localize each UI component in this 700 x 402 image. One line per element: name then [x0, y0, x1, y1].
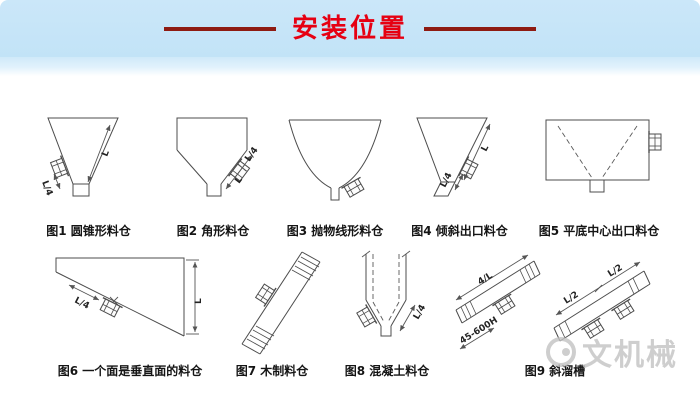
- vibrator-icon: [354, 303, 378, 331]
- title-rule-right: [424, 26, 536, 31]
- chute-outline: [241, 251, 321, 355]
- dimension-label: L/2: [562, 290, 580, 307]
- figure-row-2: L L/4 图6 一个面是垂直面的料仓: [44, 248, 664, 379]
- figure-caption: 图1 圆锥形料仓: [46, 224, 131, 238]
- one-vertical-face-hopper-drawing: L L/4: [55, 257, 204, 337]
- figure-caption: 图9 斜溜槽: [524, 364, 586, 378]
- figure-parabolic-hopper: 图3 抛物线形料仓: [275, 112, 395, 239]
- inclined-chute-drawing: 4/L 45-600H L/2 L/2: [455, 254, 651, 350]
- concrete-hopper-drawing: L/4: [354, 250, 428, 337]
- page-title: 安装位置: [291, 13, 408, 44]
- figure-caption: 图5 平底中心出口料仓: [538, 224, 660, 238]
- hopper-outline: [545, 119, 650, 193]
- dimension-label: L: [480, 143, 492, 153]
- angular-hopper-drawing: L/4 L: [176, 117, 261, 197]
- hopper-outline: [416, 117, 488, 197]
- parabolic-hopper-drawing: [288, 119, 382, 201]
- vibrator-icon: [96, 296, 124, 320]
- vibrator-icon: [340, 176, 368, 200]
- figure-caption: 图6 一个面是垂直面的料仓: [57, 364, 203, 378]
- figure-caption: 图8 混凝土料仓: [344, 364, 430, 378]
- dimension-label: 45-600H: [458, 315, 499, 346]
- figure-caption: 图7 木制料仓: [235, 364, 309, 378]
- vibrator-icon: [610, 298, 638, 322]
- dimension-label: L: [100, 149, 111, 158]
- dimension-label: L/4: [243, 146, 260, 164]
- figure-inclined-outlet-hopper: L L/4 图4 倾斜出口料仓: [397, 112, 522, 239]
- hopper-outline: [55, 257, 185, 337]
- vibrator-icon: [491, 293, 519, 317]
- figure-caption: 图4 倾斜出口料仓: [411, 224, 508, 238]
- hopper-outline: [361, 250, 411, 337]
- figure-inclined-chute: 4/L 45-600H L/2 L/2: [446, 248, 664, 379]
- hopper-outline: [47, 117, 119, 197]
- vibrator-icon: [648, 130, 662, 154]
- hopper-outline: [288, 119, 382, 201]
- dimension-label: L: [233, 175, 245, 186]
- figure-row-1: L L/4 图1 圆锥形料仓 L/4 L 图2 角形料仓: [26, 112, 674, 239]
- figure-concrete-hopper: L/4 图8 混凝土料仓: [328, 248, 446, 379]
- title-rule-left: [163, 26, 276, 31]
- figure-flat-bottom-center-outlet-hopper: 图5 平底中心出口料仓: [524, 112, 674, 239]
- decorative-strip: [0, 57, 700, 76]
- dimension-label: L: [194, 298, 204, 304]
- figure-wooden-hopper: 图7 木制料仓: [216, 248, 328, 379]
- vibrator-icon: [580, 317, 608, 341]
- conical-hopper-drawing: L L/4: [39, 117, 119, 197]
- dimension-label: 4/L: [476, 271, 494, 288]
- dimension-label: L/4: [73, 296, 91, 312]
- vibrator-icon: [48, 154, 70, 182]
- inclined-outlet-hopper-drawing: L L/4: [416, 117, 492, 197]
- figure-one-vertical-face-hopper: L L/4 图6 一个面是垂直面的料仓: [44, 248, 216, 379]
- figure-caption: 图3 抛物线形料仓: [286, 224, 384, 238]
- hopper-outline: [176, 117, 248, 197]
- dimension-label: L/2: [606, 263, 624, 280]
- header-banner: 安装位置: [0, 0, 700, 57]
- figure-caption: 图2 角形料仓: [176, 224, 250, 238]
- figure-conical-hopper: L L/4 图1 圆锥形料仓: [26, 112, 151, 239]
- figure-angular-hopper: L/4 L 图2 角形料仓: [153, 112, 273, 239]
- wooden-hopper-drawing: [241, 251, 321, 355]
- dimension-label: L/4: [39, 179, 54, 197]
- flat-bottom-hopper-drawing: [545, 119, 662, 193]
- vibrator-icon: [253, 280, 277, 308]
